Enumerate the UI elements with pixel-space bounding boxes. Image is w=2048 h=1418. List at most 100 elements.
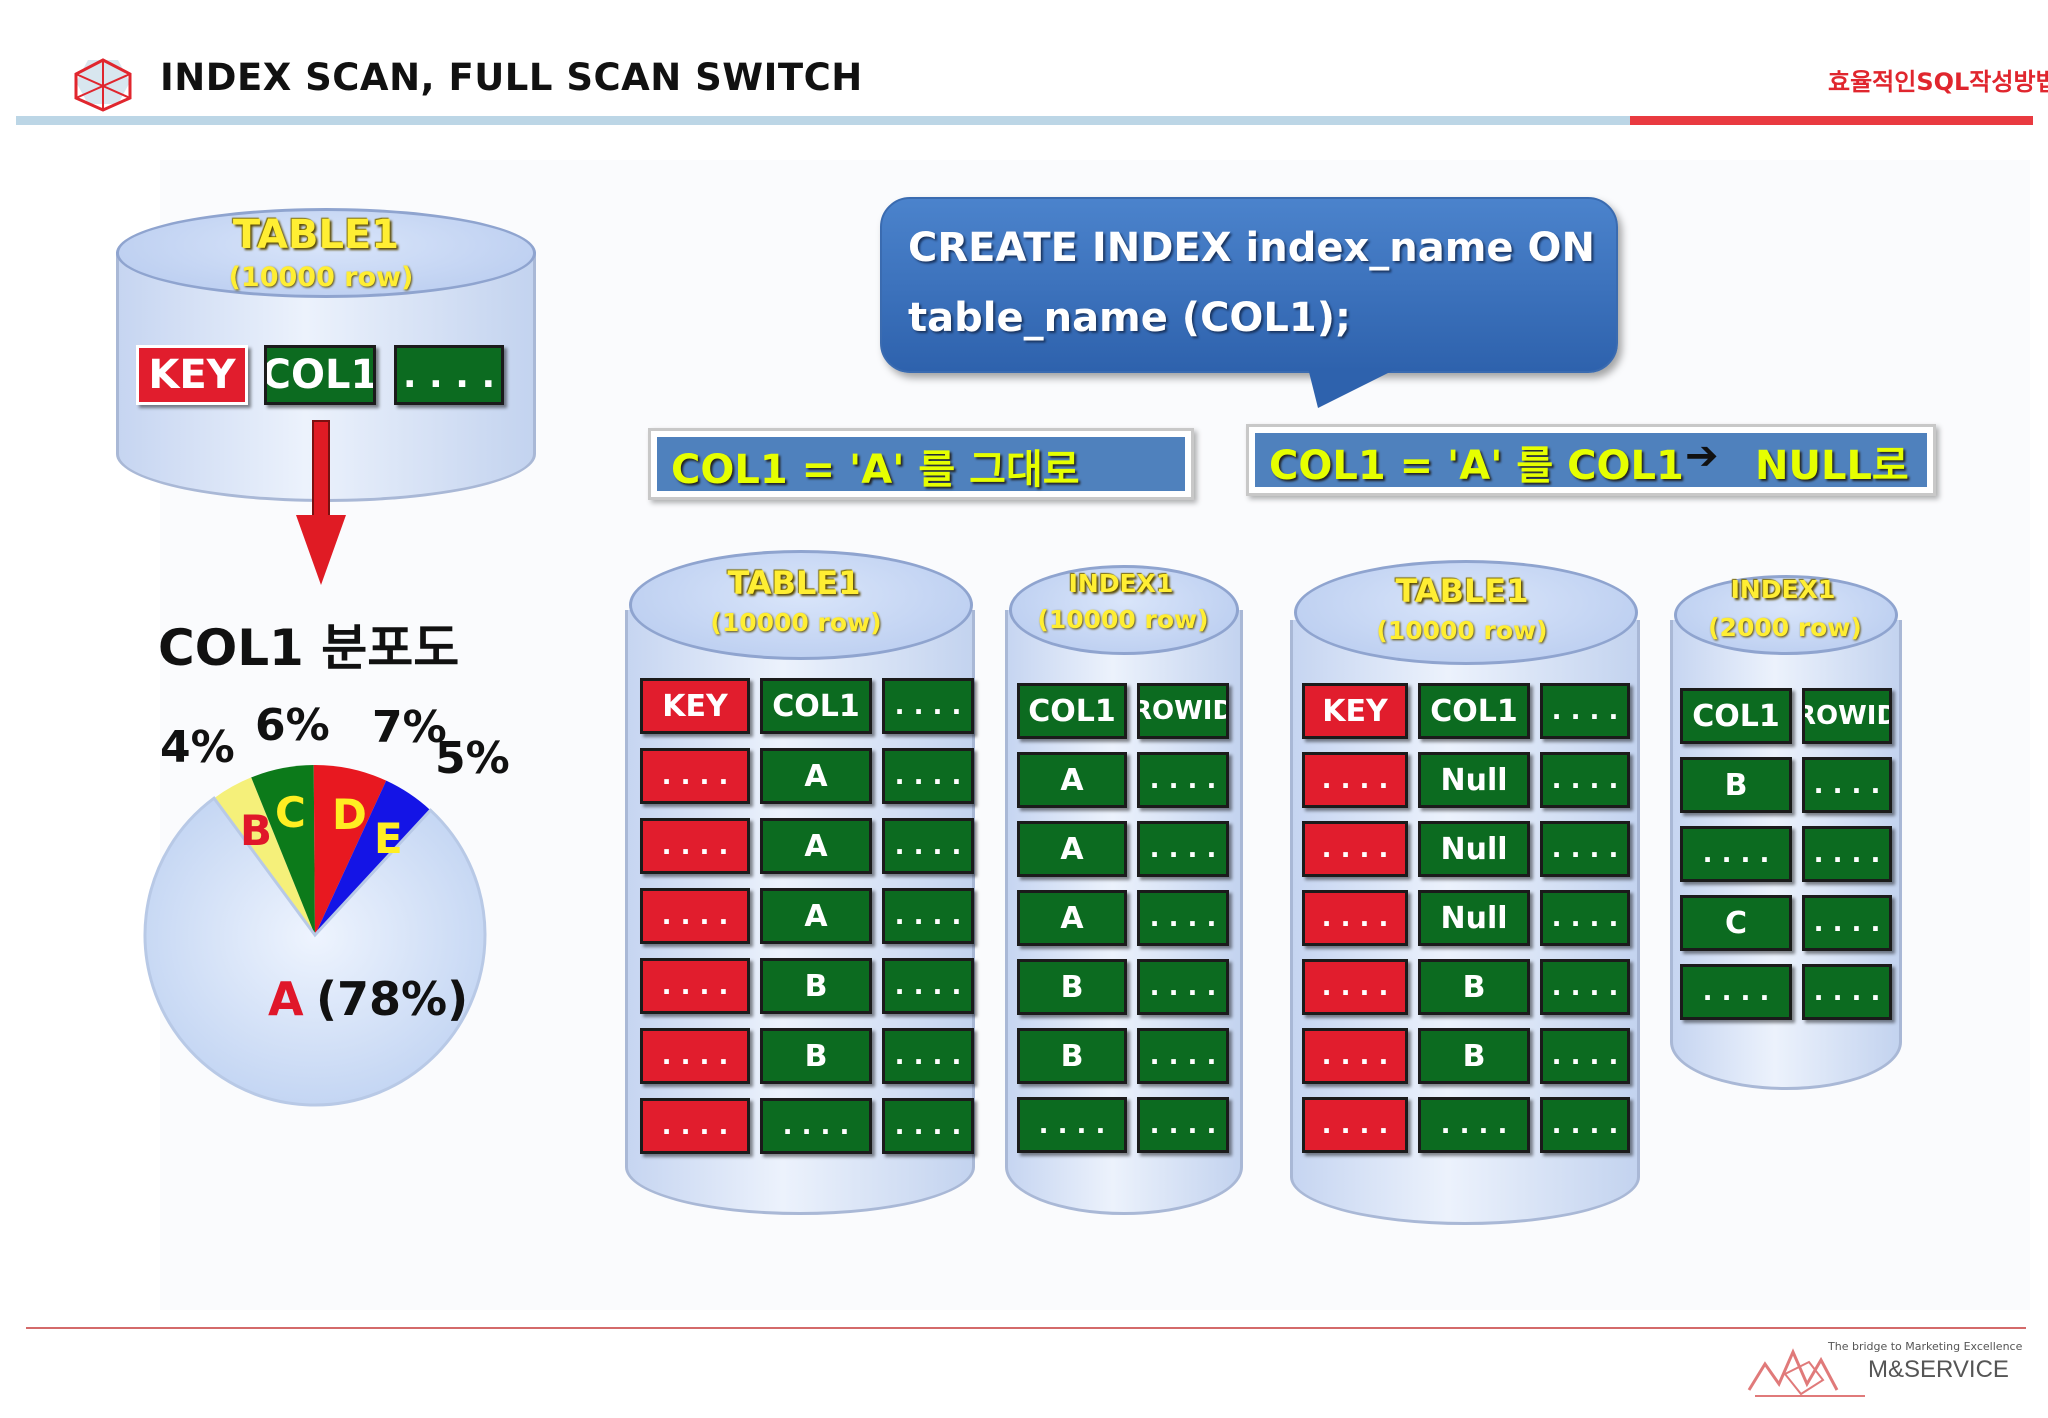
table1-before-title: TABLE1 xyxy=(727,564,861,602)
source-etc-cell: . . . . xyxy=(394,345,504,405)
data-cell: . . . . xyxy=(1540,752,1630,808)
header-cell: . . . . xyxy=(882,678,974,734)
banner-set-null-suffix: NULL로 xyxy=(1755,443,1909,489)
data-cell: . . . . xyxy=(1137,1028,1229,1084)
data-cell: B xyxy=(1418,1028,1530,1084)
data-cell: . . . . xyxy=(882,888,974,944)
data-cell: A xyxy=(1017,752,1127,808)
slice-d-label: D xyxy=(332,790,367,839)
data-cell: . . . . xyxy=(1802,826,1892,882)
data-cell: . . . . xyxy=(882,958,974,1014)
pie-slice-a xyxy=(143,796,487,1107)
data-cell: C xyxy=(1680,895,1792,951)
data-cell: . . . . xyxy=(1302,1028,1408,1084)
data-cell: B xyxy=(760,1028,872,1084)
source-table-cylinder: TABLE1 (10000 row) KEY COL1 . . . . xyxy=(116,208,536,508)
data-cell: Null xyxy=(1418,821,1530,877)
data-cell: B xyxy=(1418,959,1530,1015)
data-cell: B xyxy=(1017,1028,1127,1084)
callout-tail xyxy=(1308,368,1398,408)
data-cell: Null xyxy=(1418,752,1530,808)
create-index-callout xyxy=(880,197,1618,373)
slice-b-percent: 4% xyxy=(160,722,235,773)
data-cell: . . . . xyxy=(1540,1097,1630,1153)
header-cell: COL1 xyxy=(1418,683,1530,739)
table1-after-title: TABLE1 xyxy=(1395,572,1529,610)
data-cell: . . . . xyxy=(1302,821,1408,877)
index1-before-subtitle: (10000 row) xyxy=(1037,605,1209,634)
data-cell: . . . . xyxy=(882,1028,974,1084)
header-divider-red xyxy=(1630,116,2033,125)
header-cell: COL1 xyxy=(1017,683,1127,739)
slice-c-label: C xyxy=(275,788,306,837)
slice-e-label: E xyxy=(374,814,403,863)
callout-line-2: table_name (COL1); xyxy=(908,295,1352,341)
banner-set-null-prefix: COL1 = 'A' 를 COL1 xyxy=(1269,443,1684,489)
header-cell: KEY xyxy=(640,678,750,734)
pie-slice-c xyxy=(251,765,315,935)
source-col1-cell: COL1 xyxy=(264,345,376,405)
index1-after-title: INDEX1 xyxy=(1730,575,1836,604)
header-divider-blue xyxy=(16,116,1630,125)
pie-slice-b xyxy=(214,777,315,935)
data-cell: . . . . xyxy=(640,818,750,874)
header-cell: ROWID xyxy=(1802,688,1892,744)
data-cell: A xyxy=(1017,821,1127,877)
table1-before-subtitle: (10000 row) xyxy=(710,608,882,637)
brand-logo-icon xyxy=(1747,1348,1865,1397)
data-cell: B xyxy=(760,958,872,1014)
page-title: INDEX SCAN, FULL SCAN SWITCH xyxy=(160,56,863,99)
data-cell: . . . . xyxy=(1418,1097,1530,1153)
footer-divider xyxy=(26,1327,2026,1329)
data-cell: . . . . xyxy=(1802,895,1892,951)
slice-d-percent: 7% xyxy=(372,702,447,753)
data-cell: . . . . xyxy=(1302,959,1408,1015)
header-cell: COL1 xyxy=(760,678,872,734)
data-cell: B xyxy=(1680,757,1792,813)
data-cell: . . . . xyxy=(640,1098,750,1154)
data-cell: . . . . xyxy=(1802,757,1892,813)
data-cell: . . . . xyxy=(1137,752,1229,808)
down-arrow-icon xyxy=(296,515,346,585)
data-cell: . . . . xyxy=(1540,1028,1630,1084)
data-cell: . . . . xyxy=(1137,1097,1229,1153)
data-cell: A xyxy=(1017,890,1127,946)
header-cell: COL1 xyxy=(1680,688,1792,744)
data-cell: . . . . xyxy=(1302,752,1408,808)
data-cell: Null xyxy=(1418,890,1530,946)
data-cell: . . . . xyxy=(1137,890,1229,946)
data-cell: . . . . xyxy=(760,1098,872,1154)
index1-after-cylinder: INDEX1 (2000 row) COL1ROWIDB. . . .. . .… xyxy=(1670,575,1902,1095)
data-cell: . . . . xyxy=(1680,964,1792,1020)
source-table-subtitle: (10000 row) xyxy=(228,262,414,293)
index1-after-subtitle: (2000 row) xyxy=(1708,613,1862,642)
table1-after-subtitle: (10000 row) xyxy=(1376,616,1548,645)
data-cell: B xyxy=(1017,959,1127,1015)
data-cell: . . . . xyxy=(640,748,750,804)
banner-keep-a: COL1 = 'A' 를 그대로 xyxy=(648,428,1194,500)
source-table-title: TABLE1 xyxy=(232,212,400,258)
banner-keep-a-text: COL1 = 'A' 를 그대로 xyxy=(671,447,1080,493)
slice-b-label: B xyxy=(240,806,273,855)
data-cell: . . . . xyxy=(1680,826,1792,882)
data-cell: . . . . xyxy=(1302,1097,1408,1153)
pie-slice-d xyxy=(313,765,387,935)
brand-tagline: The bridge to Marketing Excellence xyxy=(1828,1340,2023,1353)
down-arrow-shaft xyxy=(312,420,330,520)
header-right-text: 효율적인SQL작성방법 xyxy=(1828,68,2048,96)
banner-set-null: COL1 = 'A' 를 COL1 ➔ NULL로 xyxy=(1246,424,1936,496)
data-cell: A xyxy=(760,818,872,874)
distribution-pie-chart xyxy=(143,765,487,1107)
header-logo-icon xyxy=(74,58,132,112)
data-cell: . . . . xyxy=(640,1028,750,1084)
brand-name: M&SERVICE xyxy=(1868,1356,2009,1383)
data-cell: . . . . xyxy=(1540,821,1630,877)
data-cell: . . . . xyxy=(1540,890,1630,946)
pie-slice-e xyxy=(315,780,431,935)
data-cell: . . . . xyxy=(640,888,750,944)
slice-a-label: A xyxy=(268,972,304,1026)
data-cell: . . . . xyxy=(1017,1097,1127,1153)
